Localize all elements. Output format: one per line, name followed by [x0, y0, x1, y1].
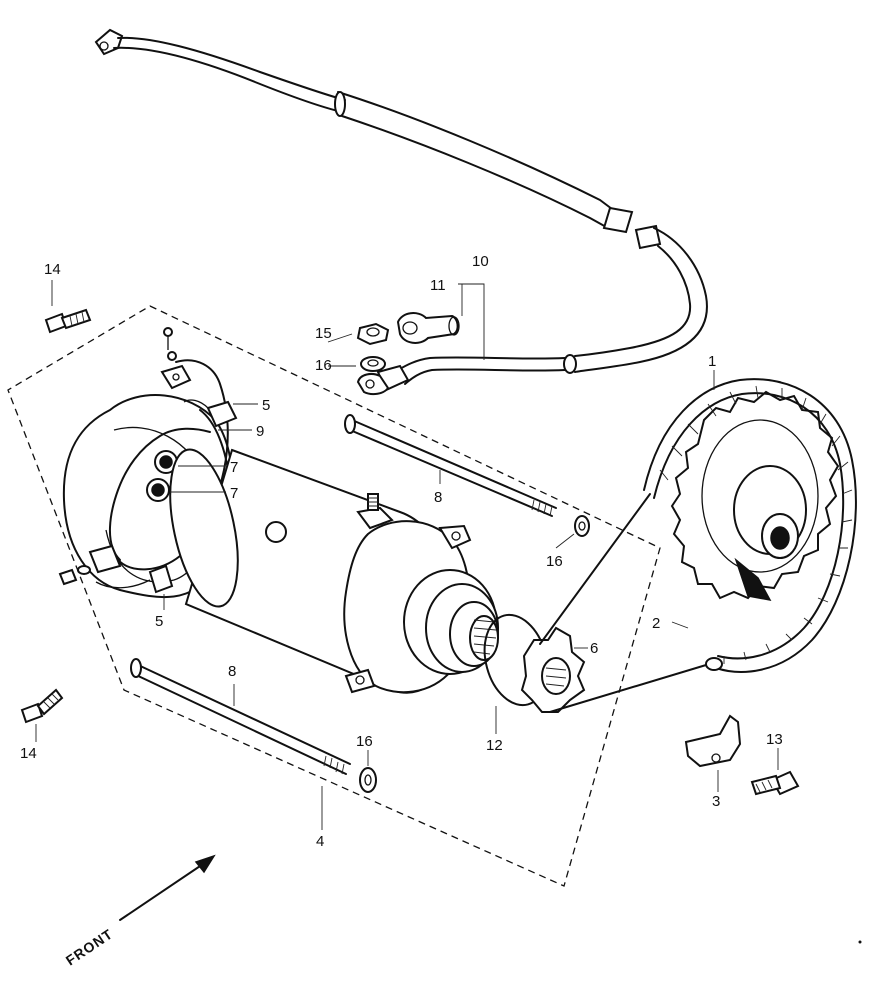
callout-1: 1 — [708, 353, 716, 370]
callout-13: 13 — [766, 731, 783, 748]
callout-11: 11 — [430, 277, 446, 294]
guide-plate-icon — [684, 714, 742, 768]
callout-4: 4 — [316, 833, 324, 850]
assembly-outline — [7, 305, 661, 887]
starter-cable-icon — [94, 28, 708, 374]
starter-sprocket-icon — [520, 626, 586, 713]
callout-2: 2 — [652, 615, 660, 632]
arrow-icon — [119, 857, 213, 921]
front-label: FRONT — [63, 925, 116, 968]
callout-7: 7 — [230, 485, 238, 502]
callout-5: 5 — [155, 613, 163, 630]
dot-mark — [858, 940, 862, 944]
callout-8: 8 — [434, 489, 442, 506]
callout-10: 10 — [472, 253, 489, 270]
front-direction-arrow: FRONT — [63, 854, 216, 968]
washer-icon — [360, 356, 386, 372]
bolt-icon — [20, 308, 92, 724]
callout-16: 16 — [356, 733, 373, 750]
sprocket-icon — [670, 390, 840, 602]
leader-lines — [35, 280, 779, 830]
callout-14: 14 — [44, 261, 61, 278]
callout-9: 9 — [256, 423, 264, 440]
bearing-icon — [146, 450, 178, 502]
brush-holder-icon — [108, 327, 229, 571]
callout-6: 6 — [590, 640, 598, 657]
through-bolt-icon — [130, 414, 557, 775]
washer-icon — [359, 515, 590, 793]
chain-icon — [539, 378, 857, 713]
cable-terminal-icon — [396, 312, 460, 344]
callout-14: 14 — [20, 745, 37, 762]
callout-7: 7 — [230, 459, 238, 476]
callout-3: 3 — [712, 793, 720, 810]
callout-16: 16 — [315, 357, 332, 374]
starter-motor-icon — [169, 448, 499, 694]
brush-plate-icon — [58, 544, 122, 586]
bolt-icon — [750, 770, 800, 796]
callout-5: 5 — [262, 397, 270, 414]
callout-16: 16 — [546, 553, 563, 570]
callout-15: 15 — [315, 325, 332, 342]
ground-cable-icon — [356, 356, 566, 396]
callout-12: 12 — [486, 737, 503, 754]
carbon-brush-icon — [95, 399, 238, 594]
nut-icon — [356, 322, 390, 346]
callout-8: 8 — [228, 663, 236, 680]
